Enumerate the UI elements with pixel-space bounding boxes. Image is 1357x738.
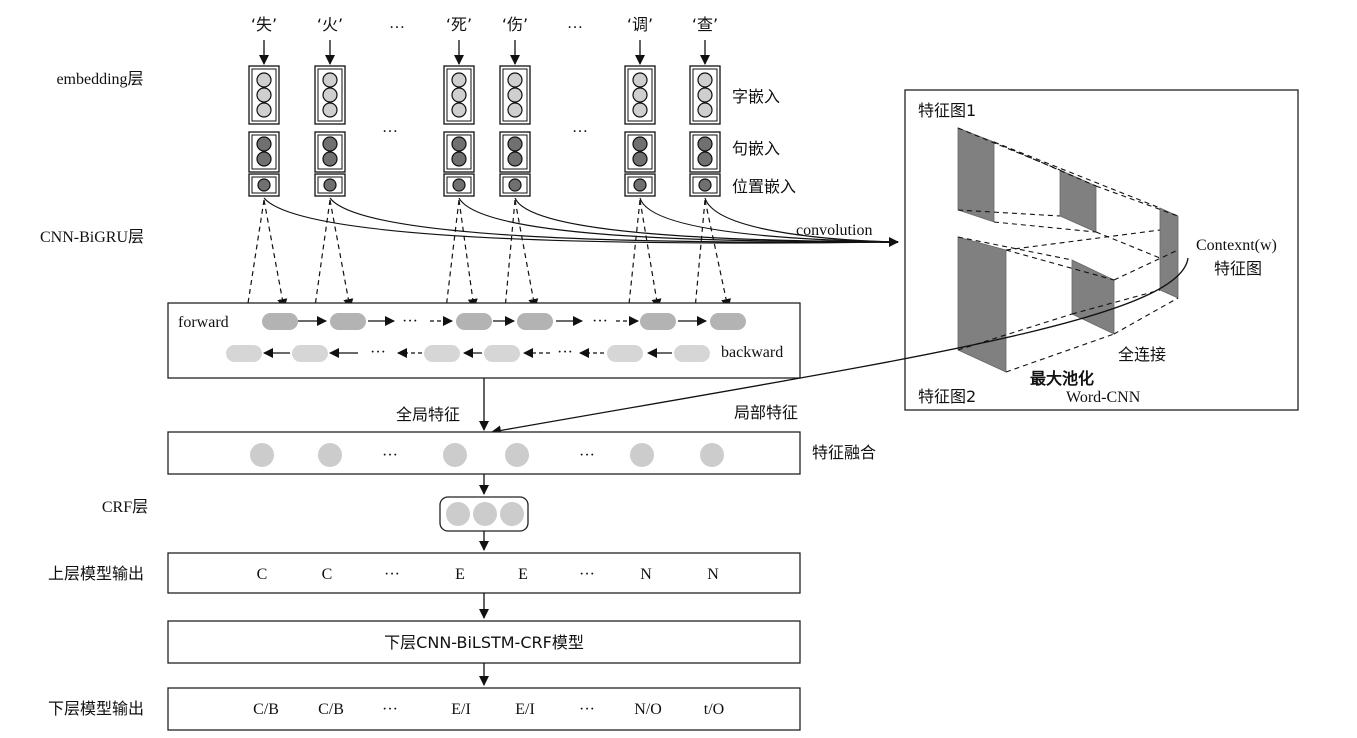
bigru-cells bbox=[226, 313, 746, 362]
upper-output-tag: E bbox=[455, 566, 465, 583]
input-char-4: ‘伤’ bbox=[502, 15, 528, 34]
context-vector bbox=[1159, 207, 1179, 299]
full-connect-label: 全连接 bbox=[1118, 345, 1166, 364]
lower-output-tags: C/B C/B ··· E/I E/I ··· N/O t/O bbox=[253, 701, 724, 718]
lower-output-tag: ··· bbox=[382, 701, 398, 718]
backward-gru-cell bbox=[424, 345, 460, 362]
upper-output-tag: ··· bbox=[384, 566, 400, 583]
embedding-column bbox=[689, 65, 721, 197]
lower-output-tag: t/O bbox=[704, 701, 724, 718]
embedding-column bbox=[314, 65, 346, 197]
context-feature-map-label: 特征图 bbox=[1214, 259, 1262, 278]
fusion-ellipsis-2: ··· bbox=[579, 447, 595, 464]
lower-output-tag: N/O bbox=[634, 701, 662, 718]
lower-output-tag: E/I bbox=[515, 701, 535, 718]
backward-gru-cell bbox=[484, 345, 520, 362]
layer-label-upper-output: 上层模型输出 bbox=[48, 564, 144, 583]
lower-model-label: 下层CNN-BiLSTM-CRF模型 bbox=[384, 633, 584, 652]
fusion-nodes bbox=[250, 443, 724, 467]
forward-gru-cell bbox=[262, 313, 298, 330]
local-feature-curve bbox=[491, 257, 1189, 436]
embedding-stacks bbox=[248, 65, 721, 197]
input-char-3: ‘死’ bbox=[446, 15, 472, 34]
embedding-column bbox=[248, 65, 280, 197]
layer-label-embedding: embedding层 bbox=[56, 71, 143, 88]
input-char-1: ‘失’ bbox=[251, 15, 277, 34]
forward-gru-cell bbox=[517, 313, 553, 330]
forward-gru-cell bbox=[640, 313, 676, 330]
fusion-ellipsis-1: ··· bbox=[382, 447, 398, 464]
backward-label: backward bbox=[721, 344, 783, 361]
crf-nodes bbox=[446, 502, 524, 526]
forward-ellipsis-1: ··· bbox=[402, 313, 418, 330]
backward-ellipsis-1: ··· bbox=[370, 344, 386, 361]
input-char-6: ‘查’ bbox=[692, 15, 718, 34]
backward-gru-cell bbox=[674, 345, 710, 362]
global-feature-label: 全局特征 bbox=[396, 405, 460, 424]
backward-gru-cell bbox=[226, 345, 262, 362]
convolution-label: convolution bbox=[796, 222, 872, 239]
backward-gru-cell bbox=[607, 345, 643, 362]
sentence-embedding-label: 句嵌入 bbox=[732, 139, 780, 158]
embedding-column bbox=[624, 65, 656, 197]
char-embedding-label: 字嵌入 bbox=[732, 87, 780, 106]
input-char-2: ‘火’ bbox=[317, 15, 343, 34]
local-feature-label: 局部特征 bbox=[734, 403, 798, 422]
feature-map-2-label: 特征图2 bbox=[918, 387, 976, 406]
feature-map-2 bbox=[957, 236, 1007, 373]
embedding-column bbox=[499, 65, 531, 197]
forward-gru-cell bbox=[456, 313, 492, 330]
convolution-curves bbox=[263, 197, 896, 244]
lower-output-tag: C/B bbox=[318, 701, 344, 718]
feature-map-1 bbox=[957, 127, 995, 223]
forward-ellipsis-2: ··· bbox=[592, 313, 608, 330]
embedding-ellipsis-2: … bbox=[572, 119, 588, 136]
forward-gru-cell bbox=[330, 313, 366, 330]
embedding-ellipsis-1: … bbox=[382, 119, 398, 136]
feature-fusion-label: 特征融合 bbox=[812, 443, 876, 462]
upper-output-tag: N bbox=[640, 566, 652, 583]
forward-gru-cell bbox=[710, 313, 746, 330]
upper-output-tag: N bbox=[707, 566, 719, 583]
feature-map-1-label: 特征图1 bbox=[918, 101, 976, 120]
input-char-5: ‘调’ bbox=[627, 15, 653, 34]
word-cnn-label: Word-CNN bbox=[1066, 389, 1141, 406]
max-pool-label: 最大池化 bbox=[1030, 369, 1094, 388]
upper-output-tag: C bbox=[322, 566, 333, 583]
feature-maps bbox=[957, 127, 1179, 373]
lower-output-tag: E/I bbox=[451, 701, 471, 718]
layer-label-crf: CRF层 bbox=[102, 499, 148, 516]
lower-output-box bbox=[167, 687, 801, 731]
lower-output-tag: C/B bbox=[253, 701, 279, 718]
lower-output-tag: ··· bbox=[579, 701, 595, 718]
upper-output-tag: E bbox=[518, 566, 528, 583]
position-embedding-label: 位置嵌入 bbox=[732, 177, 796, 196]
input-ellipsis-1: … bbox=[389, 15, 405, 32]
char-to-embedding-arrows bbox=[259, 40, 710, 65]
backward-ellipsis-2: ··· bbox=[557, 344, 573, 361]
upper-output-tag: C bbox=[257, 566, 268, 583]
backward-gru-cell bbox=[292, 345, 328, 362]
embedding-column bbox=[443, 65, 475, 197]
upper-output-tag: ··· bbox=[579, 566, 595, 583]
layer-label-cnn-bigru: CNN-BiGRU层 bbox=[40, 229, 144, 246]
upper-output-box bbox=[167, 552, 801, 594]
layer-label-lower-output: 下层模型输出 bbox=[48, 699, 144, 718]
upper-output-tags: C C ··· E E ··· N N bbox=[257, 566, 720, 583]
input-ellipsis-2: … bbox=[567, 15, 583, 32]
context-label: Contexnt(w) bbox=[1196, 237, 1277, 254]
forward-label: forward bbox=[178, 314, 229, 331]
